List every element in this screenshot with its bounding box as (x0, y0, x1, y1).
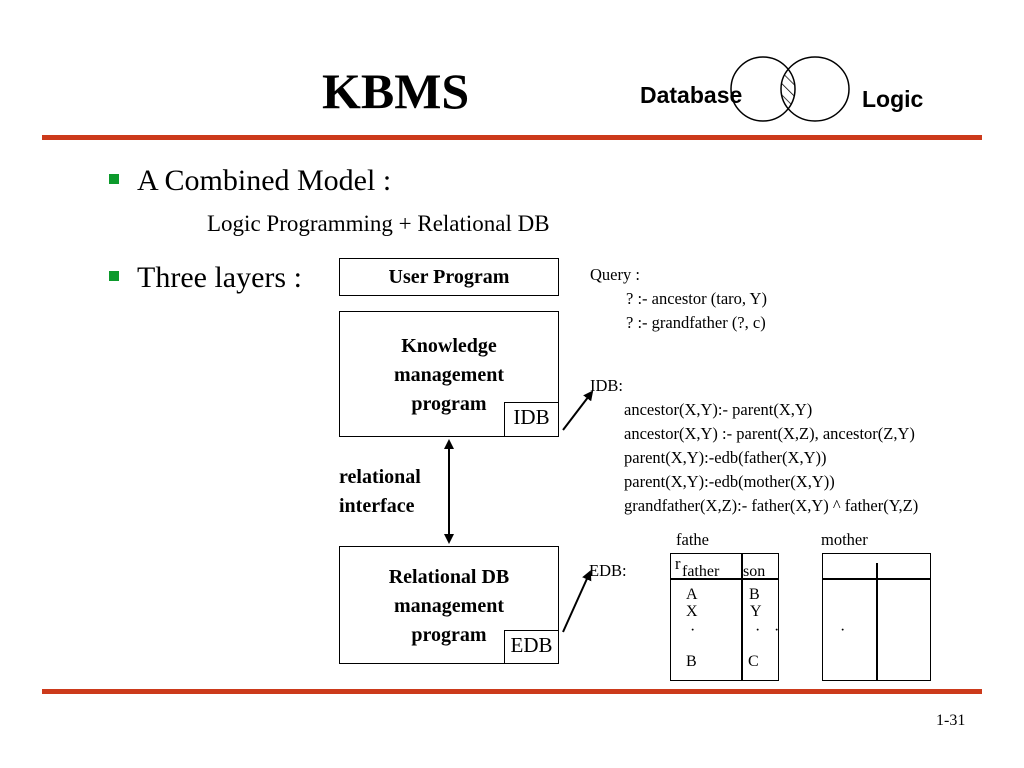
bottom-rule (42, 689, 982, 694)
top-rule (42, 135, 982, 140)
father-cell: · (755, 622, 761, 639)
idb-rule-2: ancestor(X,Y) :- parent(X,Z), ancestor(Z… (624, 424, 915, 443)
father-cell: A (686, 586, 698, 603)
venn-label-database: Database (640, 82, 743, 108)
father-cell: C (748, 653, 759, 670)
bullet-marker (109, 271, 119, 281)
relational-interface-label: relational interface (339, 463, 421, 521)
idb-rule-4: parent(X,Y):-edb(mother(X,Y)) (624, 472, 835, 491)
father-table-name: fathe (676, 530, 709, 549)
kmp-line-3: program (411, 393, 487, 415)
idb-tag: IDB (504, 402, 559, 437)
kmp-line-2: management (394, 364, 504, 386)
bullet-three-layers: Three layers : (137, 261, 302, 294)
idb-rule-5: grandfather(X,Z):- father(X,Y) ^ father(… (624, 496, 919, 515)
father-extra-dot: · (774, 622, 780, 639)
rdbmp-line-3: program (411, 624, 487, 646)
mother-dot: · (840, 622, 846, 639)
edb-arrow (562, 570, 592, 633)
user-program-label: User Program (388, 266, 510, 288)
idb-arrow (562, 390, 594, 431)
mother-table-divider (876, 563, 878, 681)
father-cell: Y (750, 603, 762, 620)
father-cell: B (749, 586, 760, 603)
bullet-combined-model: A Combined Model : (137, 164, 392, 197)
page-number: 1-31 (936, 712, 966, 729)
father-cell: B (686, 653, 697, 670)
father-table-header-rule (670, 578, 779, 580)
rdbmp-line-2: management (394, 595, 504, 617)
query-line-2: ? :- grandfather (?, c) (626, 313, 766, 332)
father-col-son: son (743, 563, 766, 580)
edb-tag: EDB (504, 630, 559, 664)
idb-rule-1: ancestor(X,Y):- parent(X,Y) (624, 400, 813, 419)
father-cell: · (690, 622, 696, 639)
venn-diagram (730, 56, 850, 122)
father-cell: X (686, 603, 698, 620)
user-program-box: User Program (339, 258, 559, 296)
interface-line-2: interface (339, 495, 415, 517)
bullet-combined-model-sub: Logic Programming + Relational DB (207, 211, 550, 236)
father-table-divider (741, 553, 743, 681)
query-line-1: ? :- ancestor (taro, Y) (626, 289, 767, 308)
interface-line-1: relational (339, 466, 421, 488)
idb-rule-3: parent(X,Y):-edb(father(X,Y)) (624, 448, 827, 467)
slide-title: KBMS (322, 63, 470, 119)
rdbmp-line-1: Relational DB (388, 566, 510, 588)
idb-label: IDB: (590, 376, 623, 395)
query-label: Query : (590, 265, 640, 284)
father-col-father: father (682, 563, 720, 580)
mother-table-name: mother (821, 530, 868, 549)
father-table (670, 553, 779, 681)
mother-table-header-rule (822, 578, 931, 580)
venn-label-logic: Logic (862, 86, 924, 112)
father-table-name-tail: r (675, 554, 681, 573)
kmp-line-1: Knowledge (401, 335, 497, 357)
bullet-marker (109, 174, 119, 184)
edb-label: EDB: (589, 561, 627, 580)
